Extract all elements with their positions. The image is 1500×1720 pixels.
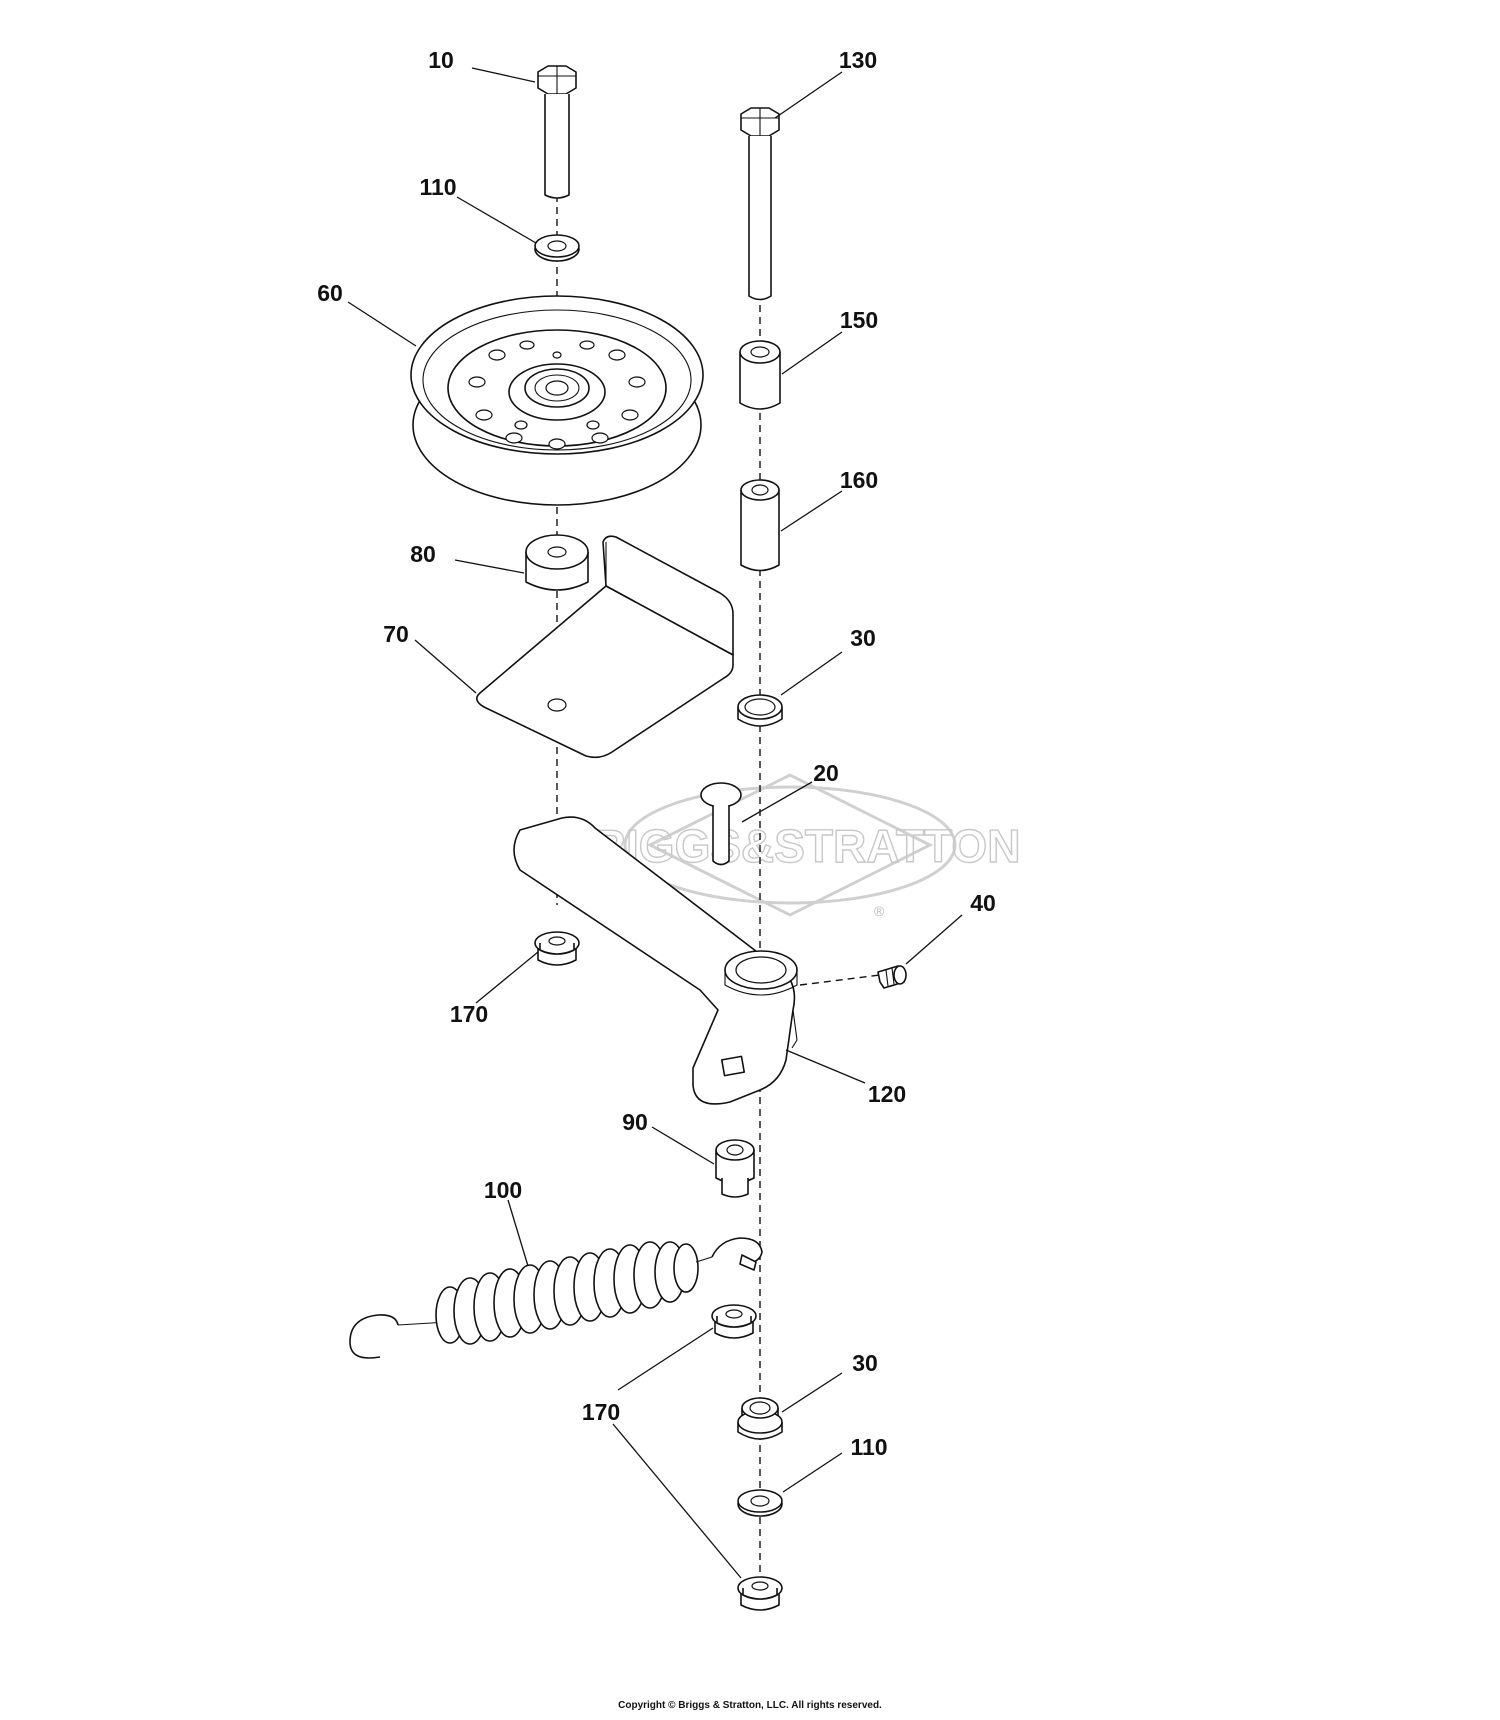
- leader-lines: [347, 67, 963, 1579]
- callout-170-lower: 170: [582, 1399, 620, 1425]
- washer-110-top: [534, 234, 580, 262]
- callout-150: 150: [840, 307, 878, 333]
- pulley-60: [410, 295, 704, 506]
- stud-90: [715, 1139, 755, 1198]
- callout-60: 60: [317, 280, 343, 306]
- callout-30-top: 30: [850, 625, 876, 651]
- callout-90: 90: [622, 1109, 648, 1135]
- callout-120: 120: [868, 1081, 906, 1107]
- callout-40: 40: [970, 890, 996, 916]
- callout-70: 70: [383, 621, 409, 647]
- callout-100: 100: [484, 1177, 522, 1203]
- spring-coils: [435, 1241, 699, 1345]
- bolt-10: [537, 65, 577, 199]
- callout-170-upper: 170: [450, 1001, 488, 1027]
- callouts: 10 130 110 60 150 160 80 70 30 20 40 170…: [317, 47, 996, 1460]
- bushing-30-top: [737, 694, 783, 727]
- flange-nut-170-upper: [534, 931, 580, 966]
- flange-nut-170-middle: [711, 1304, 757, 1339]
- grease-fitting-40: [877, 965, 907, 989]
- bolt-130: [740, 107, 780, 301]
- pin-20: [700, 782, 742, 866]
- watermark-registered-mark: ®: [874, 903, 885, 919]
- pulley-holes: [468, 340, 646, 450]
- callout-80: 80: [410, 541, 436, 567]
- callout-10: 10: [428, 47, 454, 73]
- bushing-30-bottom: [737, 1397, 783, 1440]
- callout-110-bottom: 110: [850, 1434, 887, 1460]
- washer-110-bottom: [737, 1489, 783, 1517]
- callout-20: 20: [813, 760, 839, 786]
- bracket-70: [476, 535, 734, 759]
- callout-160: 160: [840, 467, 878, 493]
- callout-30-bottom: 30: [852, 1350, 878, 1376]
- spacer-160: [740, 479, 780, 572]
- flange-nut-170-lower: [737, 1576, 783, 1611]
- callout-130: 130: [839, 47, 877, 73]
- spring-100: [349, 1237, 763, 1359]
- idler-arm-120: [513, 816, 798, 1105]
- callout-110-top: 110: [419, 174, 456, 200]
- copyright-notice: Copyright © Briggs & Stratton, LLC. All …: [618, 1700, 882, 1711]
- spacer-80: [525, 534, 589, 591]
- spacer-150: [739, 340, 781, 410]
